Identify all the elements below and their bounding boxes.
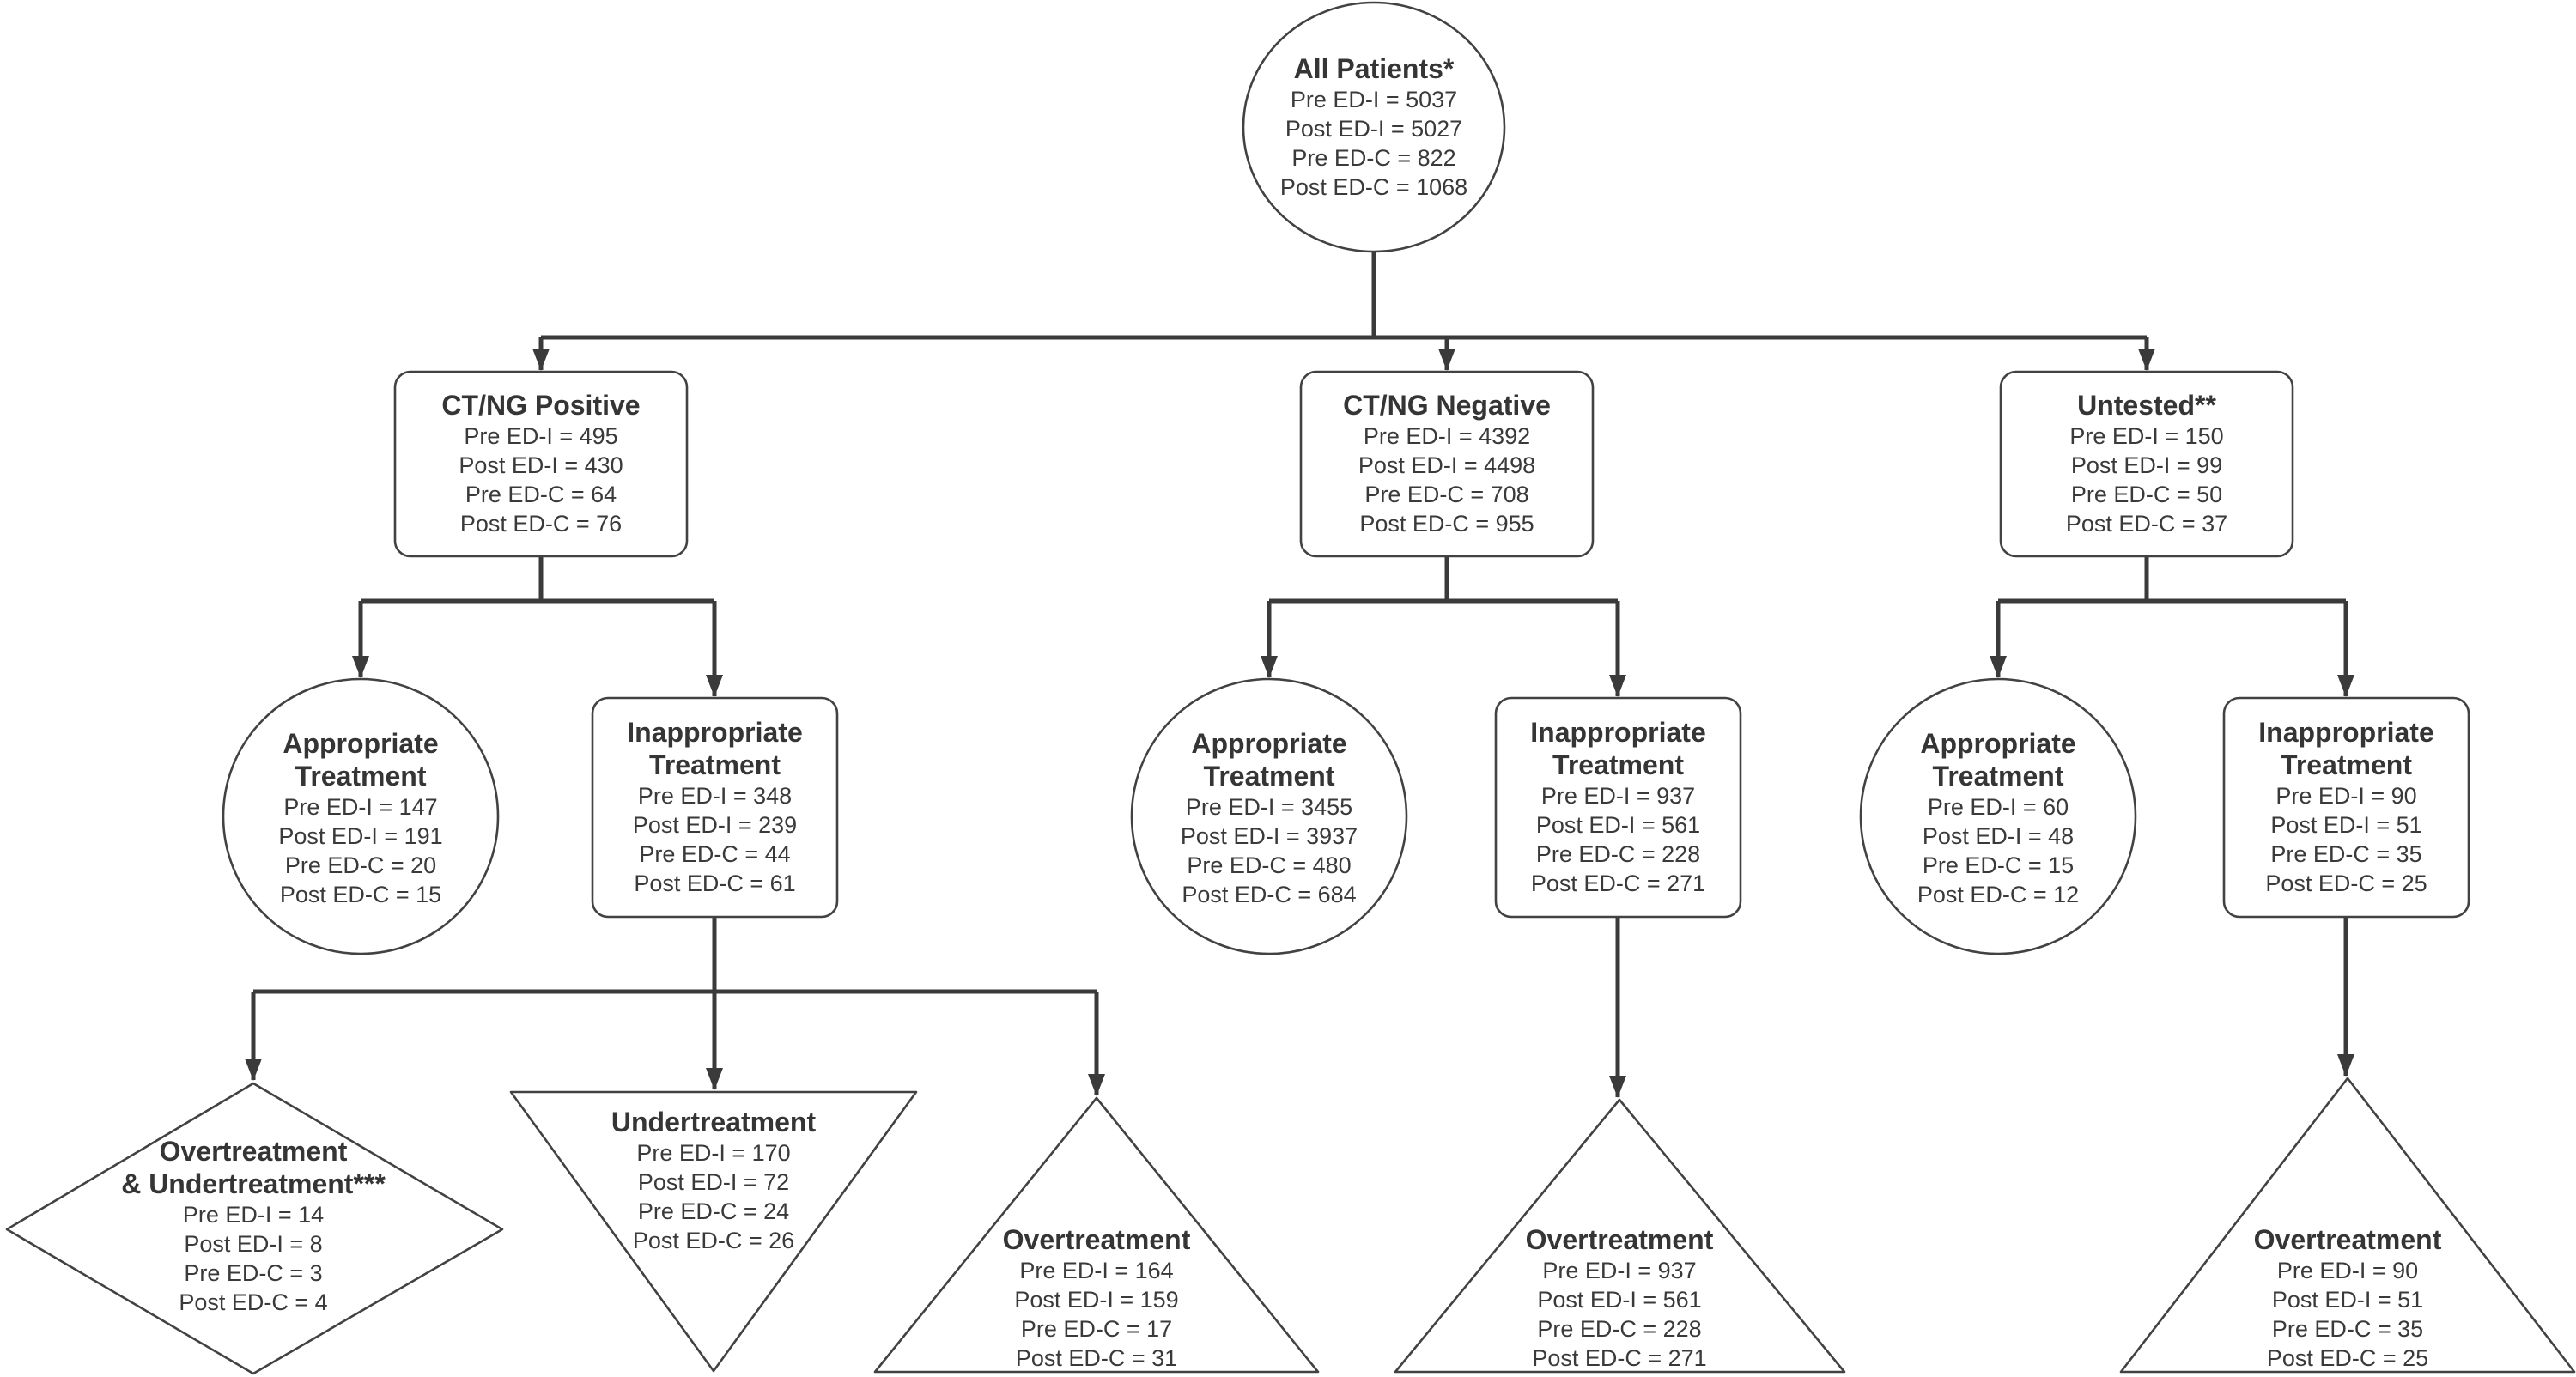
shape-pos-inappropriate bbox=[591, 696, 839, 919]
shape-unt-overtreatment-triangle bbox=[2119, 1077, 2576, 1374]
shape-ctng-negative bbox=[1299, 370, 1595, 558]
shape-undertreatment-triangle bbox=[509, 1090, 918, 1373]
shape-neg-inappropriate bbox=[1494, 696, 1742, 919]
shape-pos-overtreatment-triangle bbox=[873, 1096, 1320, 1374]
shape-ctng-positive bbox=[393, 370, 689, 558]
connector-trunk-lines bbox=[253, 252, 2346, 994]
shape-unt-appropriate bbox=[1859, 677, 2137, 955]
shape-untested bbox=[1999, 370, 2294, 558]
shape-pos-appropriate bbox=[222, 677, 500, 955]
shape-neg-appropriate bbox=[1130, 677, 1408, 955]
shape-all-patients bbox=[1242, 1, 1506, 253]
shape-over-under-diamond bbox=[5, 1082, 504, 1375]
shape-unt-inappropriate bbox=[2222, 696, 2470, 919]
shape-neg-overtreatment-triangle bbox=[1394, 1098, 1846, 1374]
